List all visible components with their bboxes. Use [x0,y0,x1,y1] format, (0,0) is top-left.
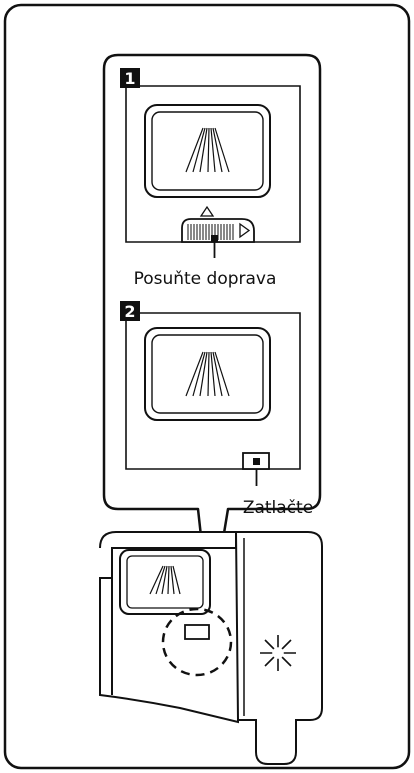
step-1-number: 1 [124,69,135,88]
step-1-label: Posuňte doprava [134,269,277,289]
dispenser-top-edge [99,531,237,549]
step-2-panel: 2 Zatlačte [120,301,313,518]
step-1-window-inner [151,111,264,191]
step-2-frame [125,312,301,470]
slider-icon [181,218,255,243]
push-button-icon [242,452,270,470]
step-1-frame [125,85,301,243]
step-2-window-inner [151,334,264,414]
spray-icon [185,127,230,173]
sparkle-icon [260,635,296,671]
spray-icon [185,351,230,397]
step-2-number-badge [120,301,140,321]
step-1-triangle-marker [199,205,215,217]
latch-highlight-circle [161,607,233,677]
dispenser-latch-button [184,624,210,640]
step-1-number-badge [120,68,140,88]
dispenser-window [119,549,211,615]
step-2-number: 2 [124,302,135,321]
spray-icon [149,565,181,595]
step-1-pointer-dot [211,235,218,242]
step-1-panel: 1 [120,68,301,289]
step-2-label: Zatlačte [243,498,313,518]
